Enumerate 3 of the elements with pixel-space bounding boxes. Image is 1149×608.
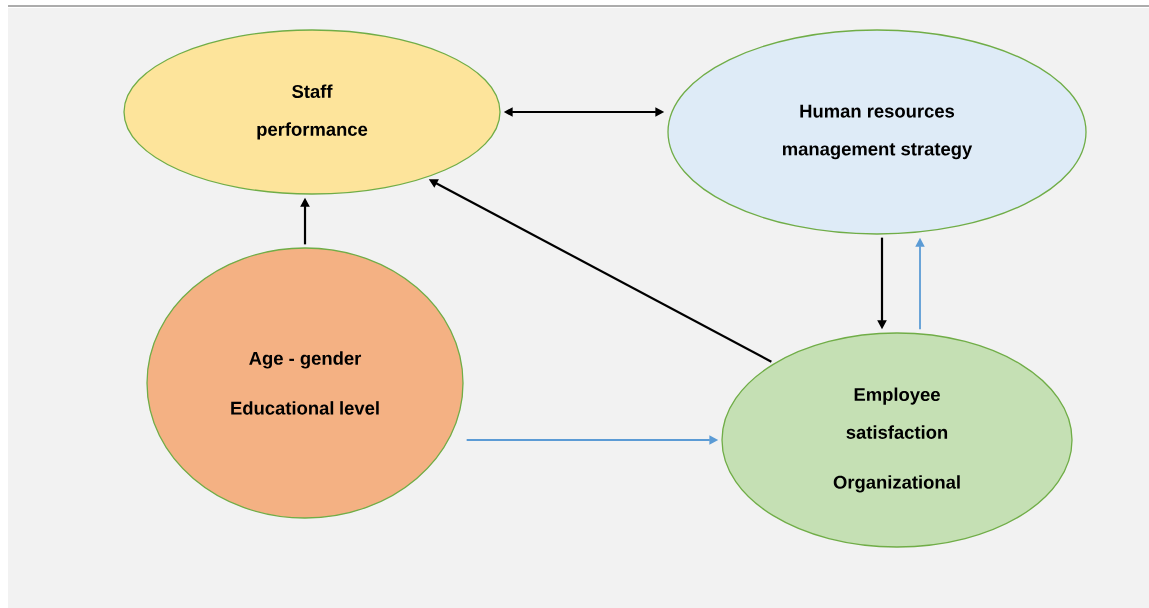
oval: Human resources management strategy	[667, 29, 1087, 235]
oval: Staff performance	[123, 29, 501, 195]
oval: Employee satisfaction Organizational	[721, 332, 1073, 548]
